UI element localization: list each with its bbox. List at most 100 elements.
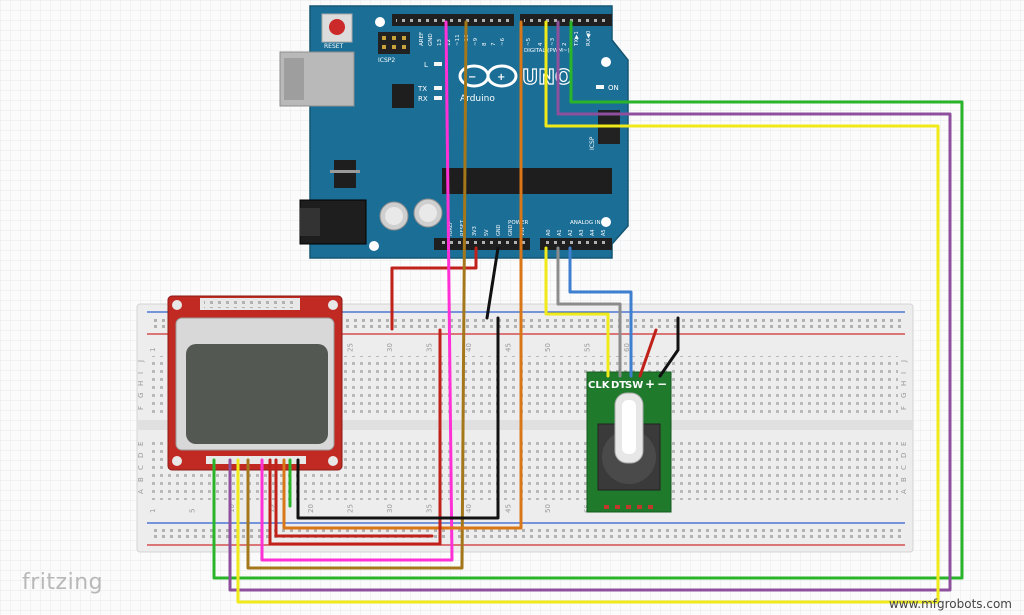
svg-text:−: − [468,72,476,83]
power-pin-label: IOREF [448,221,454,236]
breadboard-row-letter: H [137,381,145,386]
analog-pin-label: A0 [546,229,552,236]
breadboard-column-number: 30 [386,343,394,352]
digital-pin-label: 4 [538,42,544,46]
digital-pin-label: GND [428,33,434,46]
svg-text:Arduino: Arduino [460,94,495,104]
breadboard-column-number: 1 [149,509,157,513]
breadboard-row-letter: I [137,372,145,374]
digital-pin-label: 13 [437,39,443,46]
breadboard-column-number: 40 [465,343,473,352]
breadboard-row-letter: H [900,381,908,386]
nokia-lcd-module [167,295,343,471]
breadboard-row-letter: D [900,453,908,458]
breadboard-row-letter: G [900,393,908,398]
digital-pin-label: AREF [419,32,425,46]
encoder-clk-label: CLK [588,380,611,391]
analog-header [540,238,612,250]
breadboard-row-letter: D [137,453,145,458]
digital-pin-label: RX◀0 [586,30,592,46]
encoder-vcc-label: + [645,377,655,391]
analog-pin-label: A1 [557,229,563,236]
digital-pin-label: ~9 [473,37,479,46]
analog-label: ANALOG IN [570,220,601,226]
wire-d12-olive [246,20,468,570]
digital-pin-label: 7 [491,42,497,46]
breadboard-column-number: 40 [465,504,473,513]
led-rx-label: RX [418,95,428,103]
power-pin-label: 5V [484,229,490,236]
breadboard-row-letter: A [137,489,145,494]
breadboard-row-letter: G [137,393,145,398]
breadboard-column-number: 20 [307,504,315,513]
icsp2-header: ICSP2 [378,32,410,64]
breadboard-column-number: 5 [189,509,197,513]
digital-pin-label: ~5 [526,37,532,46]
digital-pin-label: ~11 [455,34,461,46]
encoder-dt-label: DT [611,380,626,391]
regulator [334,160,356,188]
breadboard-column-number: 35 [426,504,434,513]
reset-label: RESET [324,43,344,50]
atmega-chip [442,168,612,194]
analog-pin-label: A3 [579,229,585,236]
rotary-encoder: CLK DT SW + − [586,371,672,513]
breadboard-row-letter: F [137,406,145,410]
wire-lcd-red [268,328,442,546]
breadboard-column-number: 1 [149,348,157,352]
led-tx-label: TX [417,85,427,93]
wire-lcd-gnd-black [296,316,500,520]
power-pin-label: 3V3 [472,226,478,236]
digital-pin-label: 12 [446,39,452,46]
encoder-gnd-label: − [657,377,667,391]
breadboard-row-letter: B [137,477,145,482]
svg-text:+: + [497,72,505,83]
analog-pin-label: A4 [590,229,596,236]
digital-pin-label: 2 [562,43,568,47]
breadboard-column-number: 25 [347,504,355,513]
wire-enc-gnd-black [658,316,680,378]
power-pin-label: VIN [520,227,526,236]
led-on-label: ON [608,84,619,92]
power-label: POWER [508,220,529,226]
wire-d3-purple [228,20,952,592]
breadboard-column-number: 30 [386,504,394,513]
breadboard-column-number: 45 [505,504,513,513]
breadboard-column-number: 50 [544,343,552,352]
breadboard-row-letter: J [137,360,145,363]
digital-pin-label: ~3 [550,37,556,46]
analog-pin-label: A5 [601,229,607,236]
led-l-label: L [424,61,428,69]
analog-pin-label: A2 [568,229,574,236]
wire-d4-yellow [236,20,940,604]
breadboard-row-letter: I [900,372,908,374]
breadboard-column-number: 35 [426,343,434,352]
wire-d2-green [212,20,964,580]
breadboard-row-letter: C [137,465,145,470]
digital-pin-label: TX▶1 [574,31,580,47]
power-pin-label: GND [508,224,514,236]
arduino-logo: − + Arduino [458,64,518,104]
wire-a1-grey [556,246,622,378]
breadboard-column-number: 55 [584,343,592,352]
breadboard-column-number: 10 [228,504,236,513]
power-pin-label: GND [496,224,502,236]
site-credit: www.mfgrobots.com [888,597,1012,611]
breadboard-column-number: 60 [623,343,631,352]
svg-text:ICSP: ICSP [589,136,596,150]
wire-a2-blue [568,246,633,378]
wire-d13-pink [260,20,454,562]
wire-enc-vcc-red [638,328,658,378]
lcd-screen [186,344,328,444]
breadboard-row-letter: J [900,360,908,363]
breadboard-column-number: 45 [505,343,513,352]
wire-d6-orange [282,20,523,530]
breadboard-row-letter: E [900,442,908,446]
breadboard-column-number: 50 [544,504,552,513]
encoder-sw-label: SW [625,380,643,391]
digital-pin-label: 8 [482,42,488,46]
breadboard-row-letter: E [137,442,145,446]
digital-header [392,14,612,26]
